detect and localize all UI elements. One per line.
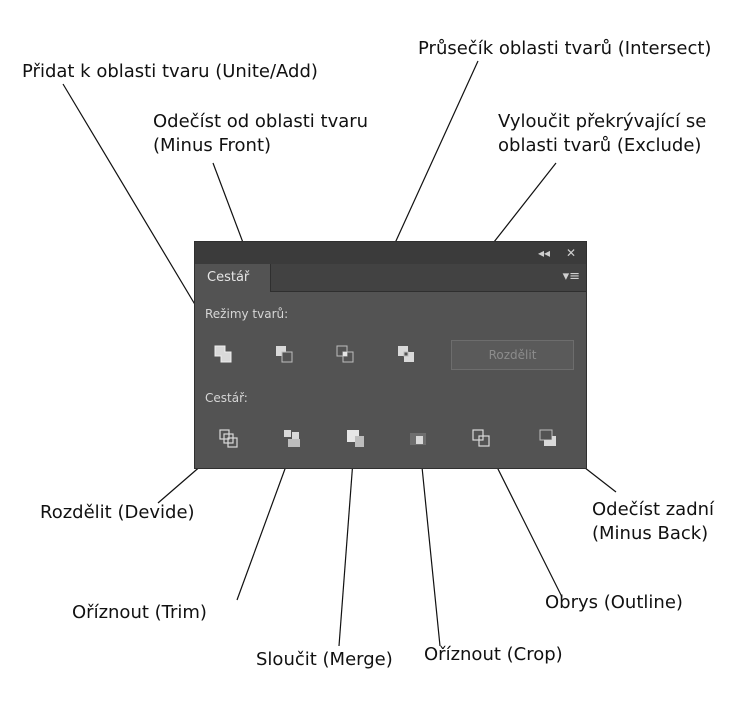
exclude-icon[interactable] — [395, 343, 421, 367]
pathfinder-panel: ◂◂ ✕ Cestář ▾≡ Režimy tvarů: Rozdělit Ce… — [194, 241, 587, 469]
callout-add: Přidat k oblasti tvaru (Unite/Add) — [22, 60, 318, 84]
close-icon[interactable]: ✕ — [565, 246, 576, 260]
callout-intersect-line: Průsečík oblasti tvarů (Intersect) — [418, 38, 712, 59]
callout-merge-line: Sloučit (Merge) — [256, 649, 393, 670]
shape-modes-label: Režimy tvarů: — [205, 307, 289, 321]
callout-trim: Oříznout (Trim) — [72, 601, 207, 625]
divide-icon[interactable] — [217, 427, 243, 451]
callout-exclude: Vyloučit překrývající se oblasti tvarů (… — [498, 110, 706, 158]
callout-minus-front: Odečíst od oblasti tvaru (Minus Front) — [153, 110, 368, 158]
merge-icon[interactable] — [344, 427, 370, 451]
callout-crop-line: Oříznout (Crop) — [424, 644, 563, 665]
callout-intersect: Průsečík oblasti tvarů (Intersect) — [418, 37, 711, 61]
callout-divide: Rozdělit (Devide) — [40, 501, 195, 525]
callout-minus-front-line: (Minus Front) — [153, 135, 272, 156]
expand-button[interactable]: Rozdělit — [451, 340, 574, 370]
callout-exclude-line: Vyloučit překrývající se — [498, 111, 707, 132]
callout-trim-line: Oříznout (Trim) — [72, 602, 207, 623]
leader-trim — [236, 446, 294, 601]
panel-menu-icon[interactable]: ▾≡ — [562, 269, 580, 284]
callout-minus-back: Odečíst zadní (Minus Back) — [592, 498, 714, 546]
tab-strip: ▾≡ — [271, 264, 586, 292]
crop-icon[interactable] — [406, 427, 432, 451]
minus-front-icon[interactable] — [273, 343, 299, 367]
callout-exclude-line: oblasti tvarů (Exclude) — [498, 135, 702, 156]
callout-minus-back-line: (Minus Back) — [592, 523, 709, 544]
callout-outline: Obrys (Outline) — [545, 591, 683, 615]
tab-pathfinder[interactable]: Cestář — [195, 264, 271, 292]
collapse-icon[interactable]: ◂◂ — [537, 246, 550, 260]
callout-minus-front-line: Odečíst od oblasti tvaru — [153, 111, 369, 132]
callout-add-line: Přidat k oblasti tvaru (Unite/Add) — [22, 61, 318, 82]
callout-merge: Sloučit (Merge) — [256, 648, 393, 672]
callout-divide-line: Rozdělit (Devide) — [40, 502, 195, 523]
leader-outline — [486, 446, 563, 598]
intersect-icon[interactable] — [334, 343, 360, 367]
callout-crop: Oříznout (Crop) — [424, 643, 563, 667]
outline-icon[interactable] — [470, 427, 496, 451]
panel-titlebar: ◂◂ ✕ — [195, 242, 586, 264]
leader-crop — [419, 446, 441, 647]
minus-back-icon[interactable] — [537, 427, 563, 451]
trim-icon[interactable] — [281, 427, 307, 451]
pathfinders-label: Cestář: — [205, 391, 248, 405]
callout-outline-line: Obrys (Outline) — [545, 592, 683, 613]
leader-merge — [338, 446, 355, 647]
unite-icon[interactable] — [212, 343, 238, 367]
callout-minus-back-line: Odečíst zadní — [592, 499, 715, 520]
